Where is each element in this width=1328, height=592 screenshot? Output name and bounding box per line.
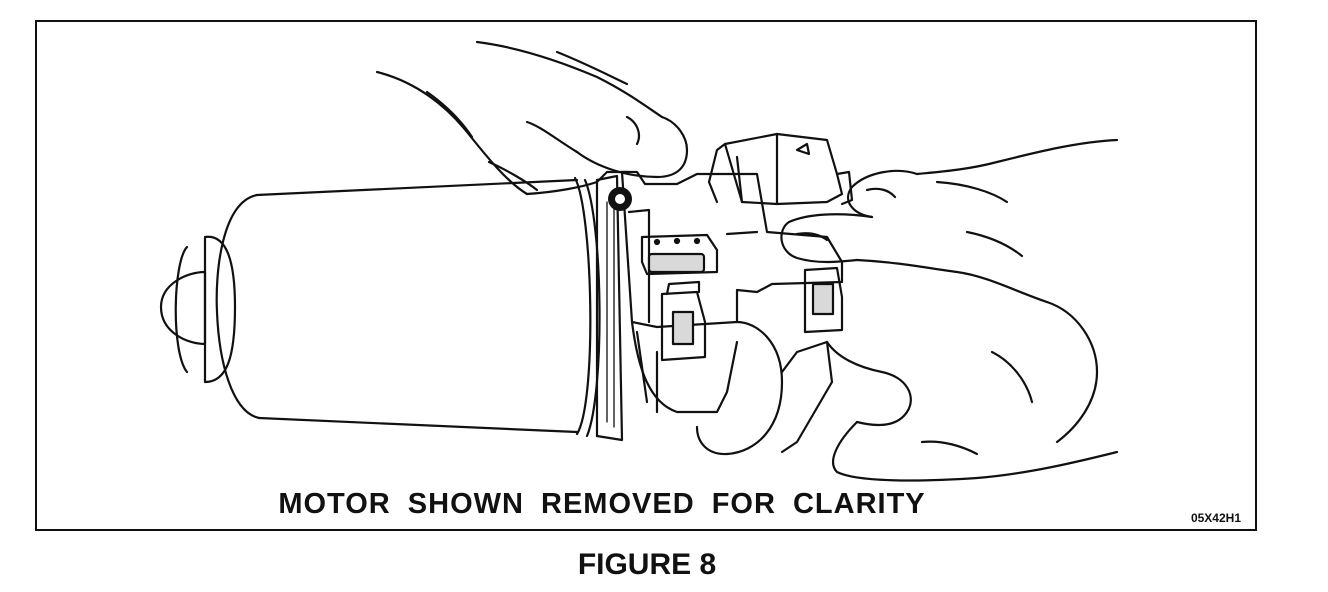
motor-illustration: [159, 40, 1119, 482]
center-terminal: [640, 230, 759, 276]
figure-label: FIGURE 8: [577, 548, 717, 581]
locking-tab-right: [803, 266, 844, 334]
connector-block: [707, 132, 854, 206]
motor-cylinder: [215, 174, 624, 442]
motor-shading: [606, 196, 615, 428]
locking-tab-left: [660, 280, 707, 362]
figure-frame: MOTOR SHOWN REMOVED FOR CLARITY 05X42H1: [35, 20, 1257, 531]
motor-end-cap: [159, 235, 237, 384]
figure-caption: MOTOR SHOWN REMOVED FOR CLARITY: [278, 488, 926, 520]
upper-hand: [375, 40, 689, 196]
right-hand: [780, 138, 1119, 482]
reference-code: 05X42H1: [1190, 511, 1241, 525]
